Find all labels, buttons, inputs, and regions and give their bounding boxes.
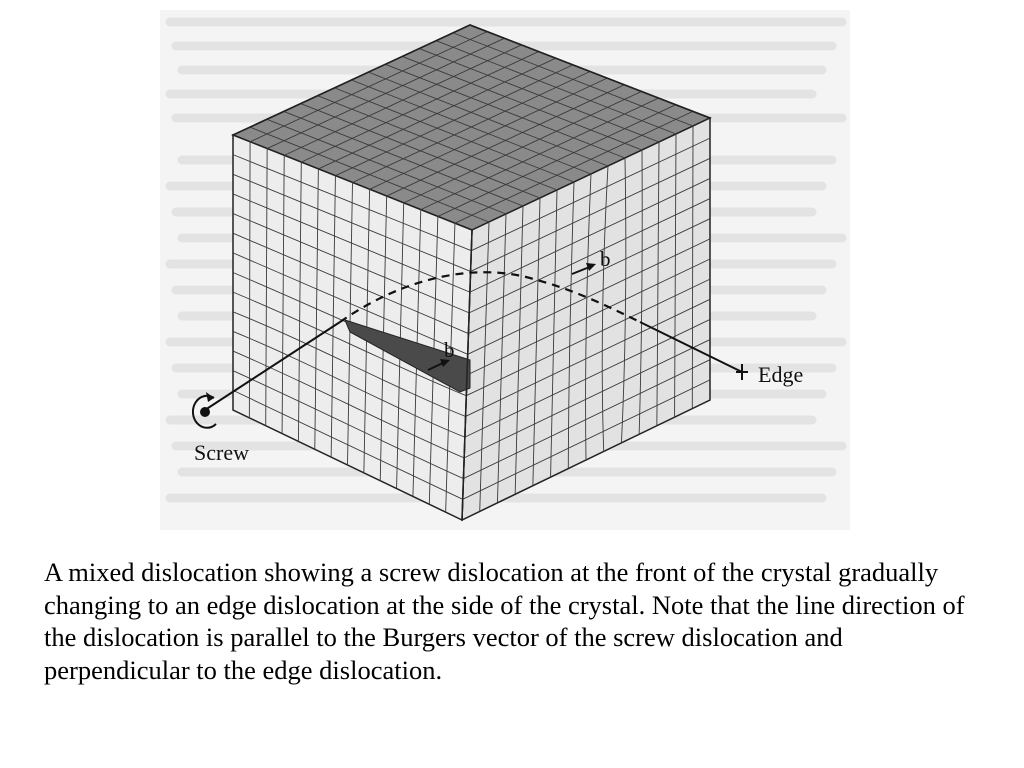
front-grid-line bbox=[232, 232, 469, 334]
top-grid-line bbox=[437, 104, 676, 217]
top-grid-line bbox=[420, 97, 659, 211]
top-grid-line bbox=[419, 48, 660, 143]
burgers-vector-front: b bbox=[427, 338, 455, 371]
right-grid-line bbox=[585, 173, 592, 461]
right-face-grid bbox=[462, 125, 711, 512]
right-grid-line bbox=[463, 359, 711, 479]
burgers-side-label: b bbox=[600, 247, 611, 271]
right-grid-line bbox=[638, 149, 643, 435]
right-grid-line bbox=[466, 258, 711, 376]
top-grid-line bbox=[385, 63, 626, 159]
right-grid-line bbox=[469, 178, 711, 293]
top-grid-line bbox=[351, 79, 592, 175]
right-grid-line bbox=[464, 319, 711, 438]
top-grid-line bbox=[452, 32, 694, 127]
right-grid-line bbox=[465, 298, 711, 417]
right-grid-line bbox=[471, 137, 711, 252]
right-grid-line bbox=[466, 278, 711, 397]
right-grid-line bbox=[674, 133, 677, 418]
top-grid-line bbox=[368, 71, 609, 167]
right-grid-line bbox=[470, 157, 711, 272]
right-grid-line bbox=[468, 218, 711, 334]
dislocation-line bbox=[204, 271, 748, 411]
front-grid-line bbox=[232, 331, 466, 438]
front-grid-line bbox=[232, 311, 466, 417]
right-grid-line bbox=[496, 213, 507, 503]
right-grid-line bbox=[467, 238, 711, 355]
right-grid-line bbox=[567, 181, 575, 469]
front-grid-line bbox=[232, 252, 468, 355]
right-grid-line bbox=[468, 198, 711, 314]
right-grid-line bbox=[514, 205, 524, 495]
front-grid-line bbox=[232, 350, 465, 459]
burgers-front-label: b bbox=[444, 338, 455, 362]
slip-step bbox=[344, 319, 471, 393]
figure-caption: A mixed dislocation showing a screw disl… bbox=[44, 557, 965, 685]
top-grid-line bbox=[435, 40, 677, 135]
top-grid-line bbox=[369, 77, 608, 190]
hidden-dislocation-curve bbox=[339, 271, 641, 323]
screw-rotation-icon bbox=[191, 392, 217, 429]
right-grid-line bbox=[479, 221, 490, 512]
right-grid-line bbox=[601, 165, 609, 452]
front-grid-line bbox=[232, 173, 471, 272]
top-grid-line bbox=[454, 110, 694, 224]
front-grid-line bbox=[232, 193, 471, 293]
right-grid-line bbox=[462, 379, 711, 500]
edge-label: Edge bbox=[758, 362, 803, 387]
front-grid-line bbox=[232, 213, 470, 314]
right-grid-line bbox=[463, 339, 711, 459]
mixed-dislocation-diagram: b b Screw Edge bbox=[160, 10, 850, 530]
top-grid-line bbox=[386, 84, 625, 197]
right-grid-line bbox=[691, 125, 694, 409]
front-grid-line bbox=[232, 370, 464, 479]
front-grid-line bbox=[232, 154, 472, 252]
right-grid-line bbox=[656, 141, 660, 426]
right-grid-line bbox=[532, 197, 541, 486]
screw-label: Screw bbox=[194, 440, 249, 465]
right-grid-line bbox=[620, 157, 627, 443]
top-grid-line bbox=[402, 56, 643, 151]
top-face-grid bbox=[249, 31, 694, 224]
crystal-block bbox=[231, 24, 712, 522]
front-grid-line bbox=[232, 291, 467, 397]
burgers-vector-side: b bbox=[571, 247, 611, 275]
front-face-grid bbox=[232, 141, 472, 513]
screw-segment bbox=[204, 321, 341, 411]
edge-segment bbox=[639, 321, 743, 373]
front-grid-line bbox=[232, 389, 463, 500]
top-grid-line bbox=[403, 91, 642, 204]
right-grid-line bbox=[550, 189, 558, 478]
